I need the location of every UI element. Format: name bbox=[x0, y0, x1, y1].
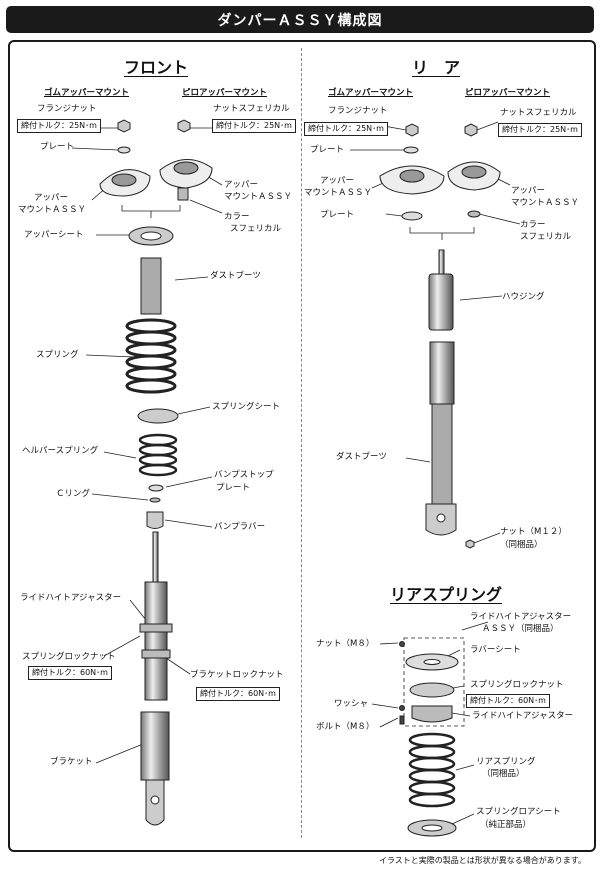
front-c-ring-label: Ｃリング bbox=[56, 489, 91, 499]
rs-ride-height-label: ライドハイトアジャスター bbox=[472, 711, 574, 721]
front-bump-plate-label-2: プレート bbox=[216, 483, 251, 493]
rs-lower-sheet-label-1: スプリングロアシート bbox=[476, 807, 561, 817]
diagram-frame bbox=[8, 40, 596, 852]
rear-pillow-mount-subheading: ピロアッパーマウント bbox=[465, 88, 551, 98]
front-rubber-mount-subheading: ゴムアッパーマウント bbox=[44, 88, 130, 98]
front-flange-nut-torque: 締付トルク：25N･m bbox=[17, 119, 101, 133]
rear-plate-bottom-label: プレート bbox=[320, 210, 355, 220]
rear-flange-nut-label: フランジナット bbox=[328, 106, 388, 116]
front-spring-label: スプリング bbox=[36, 350, 79, 360]
front-bracket-lock-nut-torque: 締付トルク：60N･m bbox=[196, 687, 280, 701]
rear-nut-spherical-torque: 締付トルク：25N･m bbox=[498, 123, 582, 137]
rear-upper-mount-label-1: アッパー bbox=[320, 176, 355, 186]
rs-lower-sheet-label-2: （純正部品） bbox=[480, 820, 532, 830]
rear-collar-label-1: カラー bbox=[520, 220, 546, 230]
front-upper-mount-label-2: マウントＡＳＳＹ bbox=[18, 205, 87, 215]
rs-nut-m8-label: ナット（M８） bbox=[316, 639, 375, 649]
front-upper-mount-r-label-2: マウントＡＳＳＹ bbox=[224, 192, 293, 202]
front-nut-spherical-torque: 締付トルク：25N･m bbox=[212, 119, 296, 133]
rear-upper-mount-r-label-1: アッパー bbox=[511, 186, 546, 196]
rs-spring-lock-nut-label: スプリングロックナット bbox=[470, 680, 564, 690]
footnote: イラストと実際の製品とは形状が異なる場合があります。 bbox=[378, 856, 586, 865]
front-bump-plate-label-1: バンプストップ bbox=[214, 470, 274, 480]
section-divider bbox=[301, 48, 302, 838]
rs-ride-assy-label-1: ライドハイトアジャスター bbox=[470, 612, 572, 622]
front-plate-label: プレート bbox=[40, 142, 75, 152]
rs-bolt-m8-label: ボルト（M８） bbox=[316, 722, 375, 732]
rear-upper-mount-r-label-2: マウントＡＳＳＹ bbox=[511, 198, 580, 208]
front-spring-sheet-label: スプリングシート bbox=[212, 402, 281, 412]
front-heading: フロント bbox=[124, 58, 189, 77]
rear-spring-heading: リアスプリング bbox=[390, 585, 503, 604]
rear-plate-top-label: プレート bbox=[310, 145, 345, 155]
rs-ride-assy-label-2: ＡＳＳＹ（同梱品） bbox=[482, 624, 559, 634]
rear-nut-m12-label: ナット（M１２） bbox=[500, 527, 567, 537]
rear-nut-spherical-label: ナットスフェリカル bbox=[500, 108, 577, 118]
front-bump-rubber-label: バンプラバー bbox=[214, 522, 266, 532]
front-pillow-mount-subheading: ピロアッパーマウント bbox=[182, 88, 268, 98]
front-upper-sheet-label: アッパーシート bbox=[24, 230, 84, 240]
front-spring-lock-nut-torque: 締付トルク：60N･m bbox=[28, 666, 112, 680]
rs-spring-lock-nut-torque: 締付トルク：60N･m bbox=[466, 694, 550, 708]
front-flange-nut-label: フランジナット bbox=[37, 104, 97, 114]
rear-heading: リ ア bbox=[412, 58, 461, 77]
front-upper-mount-r-label-1: アッパー bbox=[224, 180, 259, 190]
rs-rubber-sheet-label: ラバーシート bbox=[470, 645, 521, 655]
rs-rear-spring-label-1: リアスプリング bbox=[476, 757, 536, 767]
front-helper-spring-label: ヘルパースプリング bbox=[22, 446, 99, 456]
rear-nut-m12-bundled: （同梱品） bbox=[500, 540, 543, 550]
front-nut-spherical-label: ナットスフェリカル bbox=[213, 104, 290, 114]
front-dust-boots-label: ダストブーツ bbox=[210, 271, 261, 281]
front-collar-label-1: カラー bbox=[224, 212, 250, 222]
rear-dust-boots-label: ダストブーツ bbox=[336, 452, 387, 462]
rear-flange-nut-torque: 締付トルク：25N･m bbox=[304, 122, 388, 136]
rear-housing-label: ハウジング bbox=[502, 292, 545, 302]
front-bracket-lock-nut-label: ブラケットロックナット bbox=[190, 670, 284, 680]
front-bracket-label: ブラケット bbox=[50, 757, 93, 767]
rear-rubber-mount-subheading: ゴムアッパーマウント bbox=[328, 88, 414, 98]
front-spring-lock-nut-label: スプリングロックナット bbox=[22, 652, 116, 662]
front-ride-height-label: ライドハイトアジャスター bbox=[20, 593, 122, 603]
rs-rear-spring-label-2: （同梱品） bbox=[482, 769, 525, 779]
diagram-title: ダンパーＡＳＳＹ構成図 bbox=[6, 6, 594, 33]
rear-collar-label-2: スフェリカル bbox=[520, 232, 572, 242]
rear-upper-mount-label-2: マウントＡＳＳＹ bbox=[304, 188, 373, 198]
front-collar-label-2: スフェリカル bbox=[230, 224, 282, 234]
rs-washer-label: ワッシャ bbox=[334, 699, 369, 709]
front-upper-mount-label-1: アッパー bbox=[34, 193, 69, 203]
